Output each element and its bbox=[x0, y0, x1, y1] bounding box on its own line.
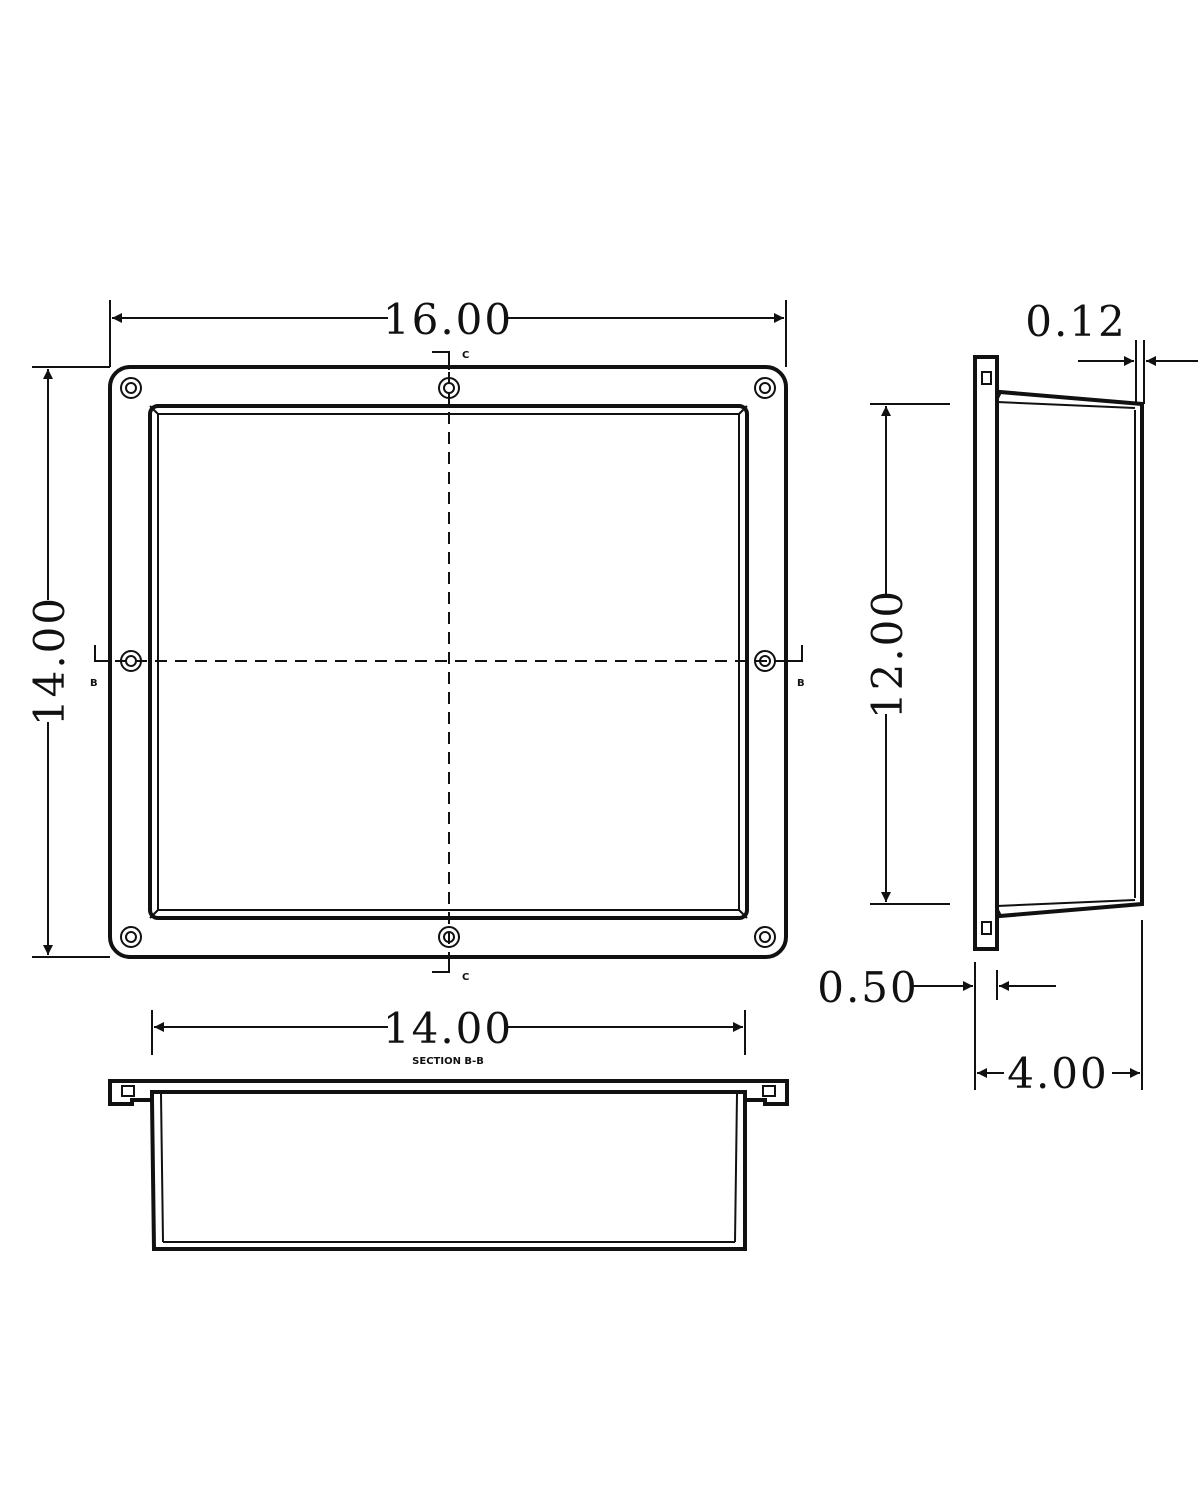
front-view: C C B B 16.00 14.00 bbox=[25, 295, 805, 983]
section-body bbox=[150, 1099, 747, 1251]
section-marker-c-bottom: C bbox=[462, 972, 469, 983]
side-body bbox=[995, 389, 1144, 919]
dimension-side-height: 12.00 bbox=[863, 403, 950, 905]
dimension-section-width: 14.00 bbox=[151, 1004, 746, 1055]
screw-hole bbox=[754, 377, 776, 399]
screw-hole bbox=[438, 926, 460, 948]
dimension-label-flange-thickness: 0.12 bbox=[1025, 297, 1127, 346]
side-flange bbox=[973, 355, 999, 951]
dimension-label-front-height: 14.00 bbox=[25, 596, 74, 726]
screw-holes bbox=[120, 377, 776, 948]
section-marker-b-left: B bbox=[90, 678, 98, 689]
dimension-label-front-width: 16.00 bbox=[383, 295, 513, 344]
dimension-label-section-width: 14.00 bbox=[383, 1004, 513, 1053]
screw-hole bbox=[120, 926, 142, 948]
dimension-front-height: 14.00 bbox=[25, 366, 110, 958]
section-flange bbox=[108, 1079, 789, 1106]
screw-hole bbox=[120, 377, 142, 399]
dimension-label-flange-depth: 0.50 bbox=[817, 963, 919, 1012]
dimension-front-width: 16.00 bbox=[109, 295, 787, 367]
dimension-flange-depth: 0.50 bbox=[817, 962, 1056, 1090]
dimension-overall-depth: 4.00 bbox=[977, 920, 1143, 1098]
dimension-flange-thickness: 0.12 bbox=[1025, 297, 1198, 404]
section-marker-b-right: B bbox=[797, 678, 805, 689]
side-view: 12.00 0.12 0.50 4.00 bbox=[817, 297, 1198, 1098]
section-view: 14.00 SECTION B-B bbox=[108, 1004, 789, 1251]
section-caption: SECTION B-B bbox=[412, 1056, 484, 1067]
dimension-label-overall-depth: 4.00 bbox=[1007, 1049, 1109, 1098]
screw-hole bbox=[754, 926, 776, 948]
screw-hole bbox=[754, 650, 776, 672]
dimension-label-side-height: 12.00 bbox=[863, 589, 912, 719]
section-marker-c-top: C bbox=[462, 350, 469, 361]
screw-hole bbox=[120, 650, 142, 672]
screw-hole bbox=[438, 377, 460, 399]
